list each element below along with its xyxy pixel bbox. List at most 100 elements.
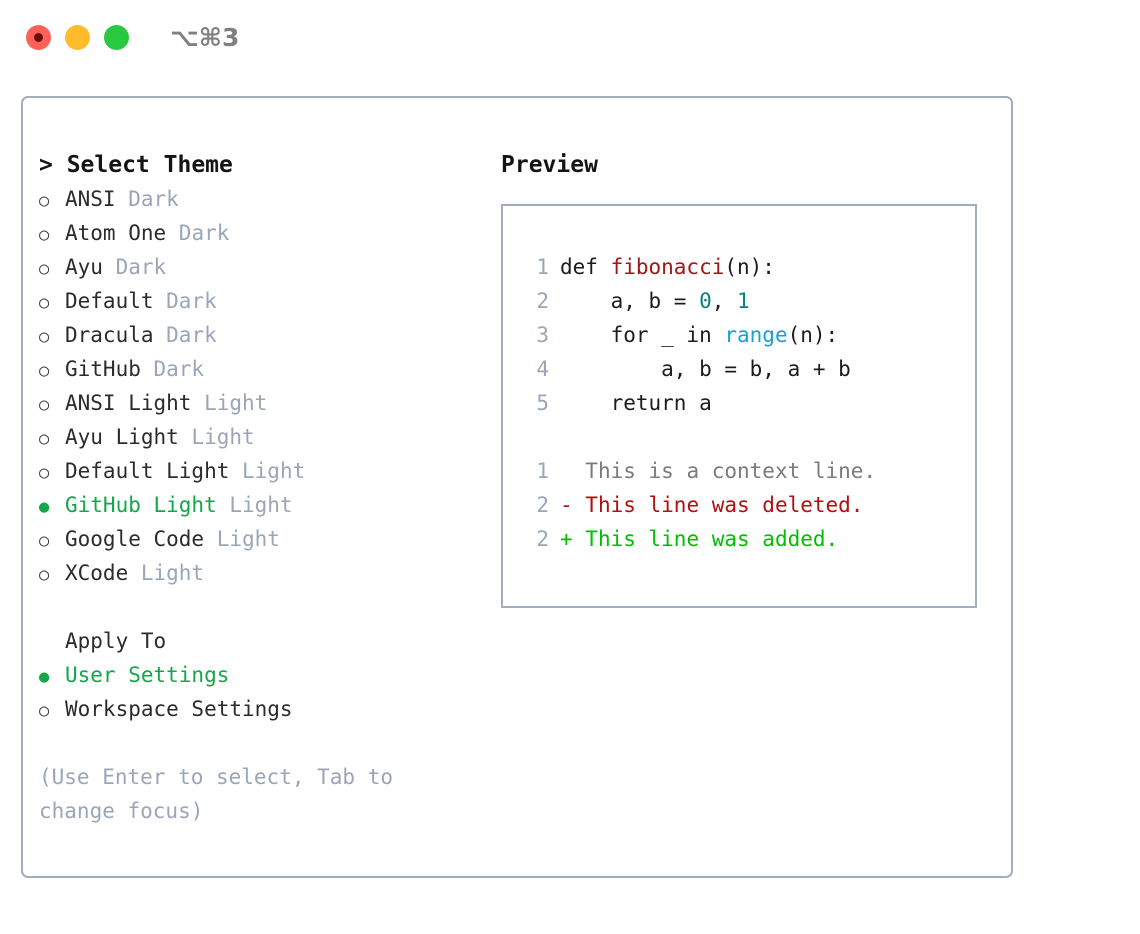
diff-line: 2 + This line was added. [521,522,975,556]
theme-option-name: Ayu Light [65,425,179,449]
apply-to-list[interactable]: ● User Settings ○ Workspace Settings [39,658,469,726]
theme-option[interactable]: ○ Google Code Light [39,522,469,556]
radio-selected-icon[interactable]: ● [39,497,50,517]
hint-text: (Use Enter to select, Tab to change focu… [39,765,406,823]
code-line-number: 4 [536,357,549,381]
diff-marker [560,454,573,488]
theme-option-kind: Light [191,391,268,415]
radio-empty-icon[interactable]: ○ [39,293,50,313]
diff-line: 2- This line was deleted. [521,488,975,522]
code-token: (n): [724,255,775,279]
diff-text: This line was added. [572,527,839,551]
code-diff-gap [521,420,975,454]
theme-option-kind: Dark [140,357,205,381]
theme-option-kind: Light [204,527,280,551]
theme-option[interactable]: ○ ANSI Light Light [39,386,469,420]
code-token: 0 [699,289,712,313]
diff-sample: 1 This is a context line. 2- This line wa… [521,454,975,556]
code-line: 4 a, b = b, a + b [521,352,975,386]
keyboard-shortcut-label: ⌥⌘3 [170,23,240,52]
code-token: return a [560,391,712,415]
theme-option-name: Google Code [65,527,205,551]
code-line: 3 for _ in range(n): [521,318,975,352]
theme-option[interactable]: ○ Ayu Light Light [39,420,469,454]
traffic-lights [26,25,129,50]
theme-option[interactable]: ○ Default Light Light [39,454,469,488]
theme-option-name: Default Light [65,459,230,483]
code-line-number: 2 [536,289,549,313]
radio-empty-icon[interactable]: ○ [39,463,50,483]
radio-empty-icon[interactable]: ○ [39,361,50,381]
theme-option-kind: Light [178,425,255,449]
code-token: a, b = [560,289,700,313]
theme-option[interactable]: ○ Default Dark [39,284,469,318]
theme-option-kind: Dark [166,221,230,245]
theme-option-name: ANSI [65,187,116,211]
code-token: 1 [737,289,750,313]
code-token: a, b = b, a + b [560,357,851,381]
radio-empty-icon[interactable]: ○ [39,429,50,449]
code-token: for _ in [560,323,725,347]
apply-to-option-name: Workspace Settings [65,697,293,721]
radio-empty-icon[interactable]: ○ [39,531,50,551]
code-token: def [560,255,611,279]
code-token: (n): [787,323,839,347]
diff-text: This is a context line. [572,459,877,483]
theme-option-name: XCode [65,561,129,585]
code-line: 5 return a [521,386,975,420]
apply-to-option[interactable]: ● User Settings [39,658,469,692]
diff-line-number: 2 [536,527,549,551]
theme-option-kind: Dark [153,289,217,313]
theme-option-kind: Light [229,459,306,483]
theme-option[interactable]: ○ XCode Light [39,556,469,590]
theme-option[interactable]: ○ ANSI Dark [39,182,469,216]
theme-option[interactable]: ○ Ayu Dark [39,250,469,284]
list-spacer [39,590,469,624]
code-token: range [724,323,788,347]
radio-empty-icon[interactable]: ○ [39,225,50,245]
radio-empty-icon[interactable]: ○ [39,191,50,211]
minimize-button[interactable] [65,25,90,50]
code-token: fibonacci [610,255,725,279]
theme-picker: > Select Theme ○ANSI Dark○Atom One Dark○… [39,148,469,828]
code-token: , [711,289,738,313]
theme-option-kind: Dark [115,187,179,211]
theme-option-name: ANSI Light [65,391,192,415]
radio-selected-icon[interactable]: ● [39,667,50,687]
theme-option-kind: Light [128,561,205,585]
radio-empty-icon[interactable]: ○ [39,395,50,415]
theme-option-kind: Dark [102,255,167,279]
code-line-number: 1 [536,255,549,279]
radio-empty-icon[interactable]: ○ [39,701,50,721]
theme-option-kind: Dark [153,323,217,347]
theme-option-name: Default [65,289,154,313]
apply-to-option[interactable]: ○ Workspace Settings [39,692,469,726]
theme-option[interactable]: ○ GitHub Dark [39,352,469,386]
code-line-number: 3 [536,323,549,347]
apply-to-heading: Apply To [65,629,167,653]
diff-marker: + [560,527,573,551]
radio-empty-icon[interactable]: ○ [39,327,50,347]
radio-empty-icon[interactable]: ○ [39,565,50,585]
apply-to-option-name: User Settings [65,663,230,687]
code-line: 2 a, b = 0, 1 [521,284,975,318]
theme-option[interactable]: ○Atom One Dark [39,216,469,250]
close-button[interactable] [26,25,51,50]
theme-list[interactable]: ○ANSI Dark○Atom One Dark○Ayu Dark○Defaul… [39,182,469,590]
radio-empty-icon[interactable]: ○ [39,259,50,279]
code-line-number: 5 [536,391,549,415]
theme-option[interactable]: ○Dracula Dark [39,318,469,352]
theme-option-name: Ayu [65,255,103,279]
diff-marker: - [560,493,573,517]
theme-option-name: GitHub Light [65,493,217,517]
zoom-button[interactable] [104,25,129,50]
theme-option-name: GitHub [65,357,141,381]
code-line: 1 def fibonacci(n): [521,250,975,284]
theme-option[interactable]: ●GitHub Light Light [39,488,469,522]
diff-line-number: 1 [536,459,549,483]
diff-text: This line was deleted. [572,493,864,517]
